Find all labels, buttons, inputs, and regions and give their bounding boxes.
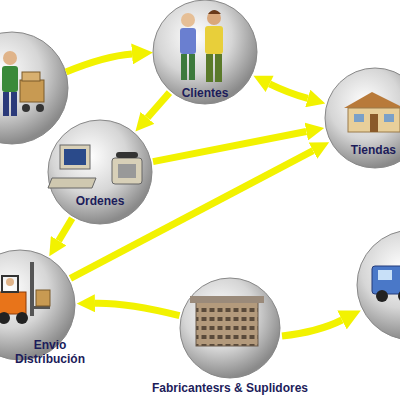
process-circle: Clientes xyxy=(153,0,257,104)
flow-arrow xyxy=(147,93,169,118)
flow-arrow xyxy=(270,84,308,99)
flow-arrow xyxy=(282,320,342,336)
node-label: Clientes xyxy=(182,86,229,100)
worker-circle xyxy=(0,32,68,144)
process-circle: Fabricantesrs & Suplidores xyxy=(180,278,280,378)
flow-arrow xyxy=(95,303,180,315)
truck-circle xyxy=(357,230,400,340)
process-circle: Envio Distribución xyxy=(0,250,75,360)
factory-circle xyxy=(180,278,280,378)
customers-circle xyxy=(153,0,257,104)
node-label: Envio Distribución xyxy=(4,338,96,366)
flow-arrow xyxy=(153,131,306,161)
node-label: Ordenes xyxy=(76,194,125,208)
process-circle: Tiendas xyxy=(325,68,400,168)
flow-arrow xyxy=(70,151,313,279)
flow-arrow xyxy=(59,218,73,240)
store-circle xyxy=(325,68,400,168)
orders-circle xyxy=(48,120,152,224)
flow-arrow xyxy=(66,54,132,72)
process-circle: Ordenes xyxy=(48,120,152,224)
node-label: Tiendas xyxy=(351,143,396,157)
node-label: Fabricantesrs & Suplidores xyxy=(152,381,308,395)
